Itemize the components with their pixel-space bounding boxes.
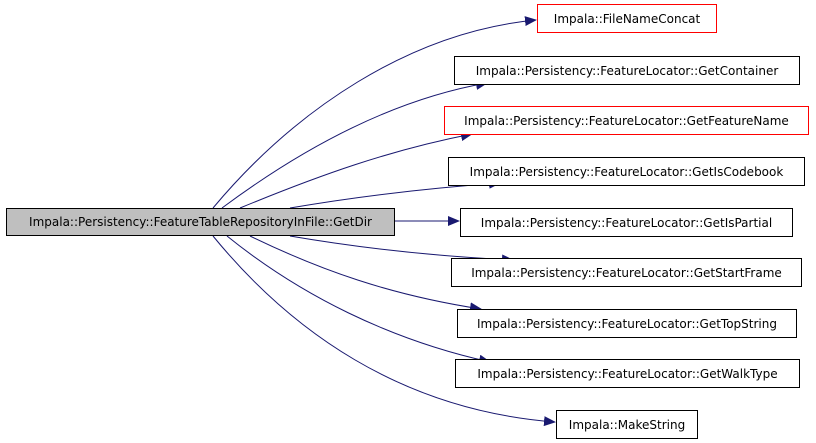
node-filenameconcat[interactable]: Impala::FileNameConcat — [537, 4, 717, 33]
node-getcontainer[interactable]: Impala::Persistency::FeatureLocator::Get… — [454, 56, 800, 85]
node-getfeaturename[interactable]: Impala::Persistency::FeatureLocator::Get… — [444, 106, 809, 135]
edge-getfeaturename — [239, 131, 473, 209]
node-getdir: Impala::Persistency::FeatureTableReposit… — [6, 208, 395, 236]
node-getispartial[interactable]: Impala::Persistency::FeatureLocator::Get… — [460, 208, 793, 237]
node-gettopstring[interactable]: Impala::Persistency::FeatureLocator::Get… — [457, 309, 797, 338]
edge-makestring — [212, 235, 556, 427]
edge-filenameconcat — [212, 16, 537, 209]
node-getwalktype[interactable]: Impala::Persistency::FeatureLocator::Get… — [455, 359, 800, 388]
edge-getwalktype — [226, 235, 491, 365]
edge-gettopstring — [249, 235, 482, 313]
edge-getcontainer — [221, 79, 488, 209]
node-getiscodebook[interactable]: Impala::Persistency::FeatureLocator::Get… — [448, 157, 805, 186]
node-getstartframe[interactable]: Impala::Persistency::FeatureLocator::Get… — [451, 258, 802, 287]
edge-getiscodebook — [289, 178, 501, 209]
node-makestring[interactable]: Impala::MakeString — [556, 410, 698, 439]
edge-getstartframe — [289, 235, 514, 265]
